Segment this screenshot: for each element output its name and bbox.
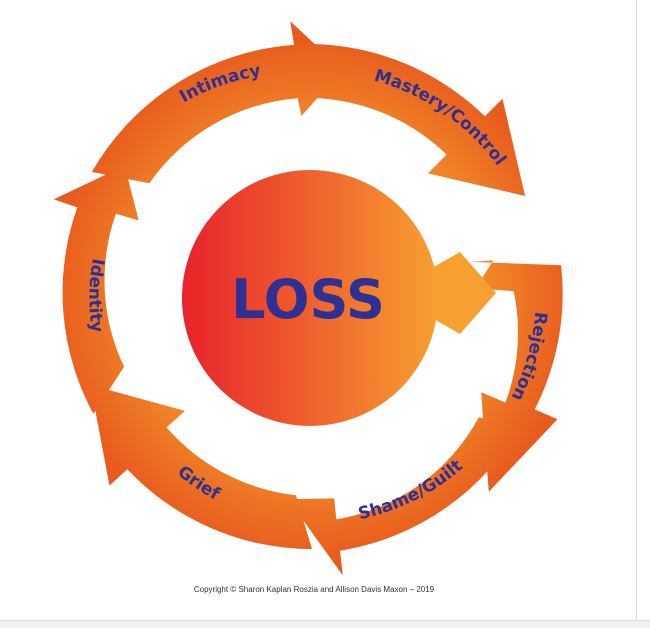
cycle-arrows	[53, 21, 563, 576]
center-arrow-pointer	[432, 252, 496, 334]
center-loss-group: LOSS	[182, 170, 496, 426]
frame-border-bottom	[0, 620, 650, 628]
center-circle	[182, 170, 438, 426]
arrow-mastery-control	[311, 44, 526, 196]
arrow-identity	[53, 165, 139, 414]
center-loss-label: LOSS	[231, 268, 385, 331]
copyright-notice: Copyright © Sharon Kaplan Roszia and All…	[194, 585, 435, 594]
frame-border-right	[636, 0, 637, 627]
arrow-shame-guilt	[287, 417, 523, 576]
arrow-intimacy	[91, 21, 343, 184]
arrow-grief	[90, 385, 312, 550]
stage-label-identity: Identity	[84, 257, 108, 333]
